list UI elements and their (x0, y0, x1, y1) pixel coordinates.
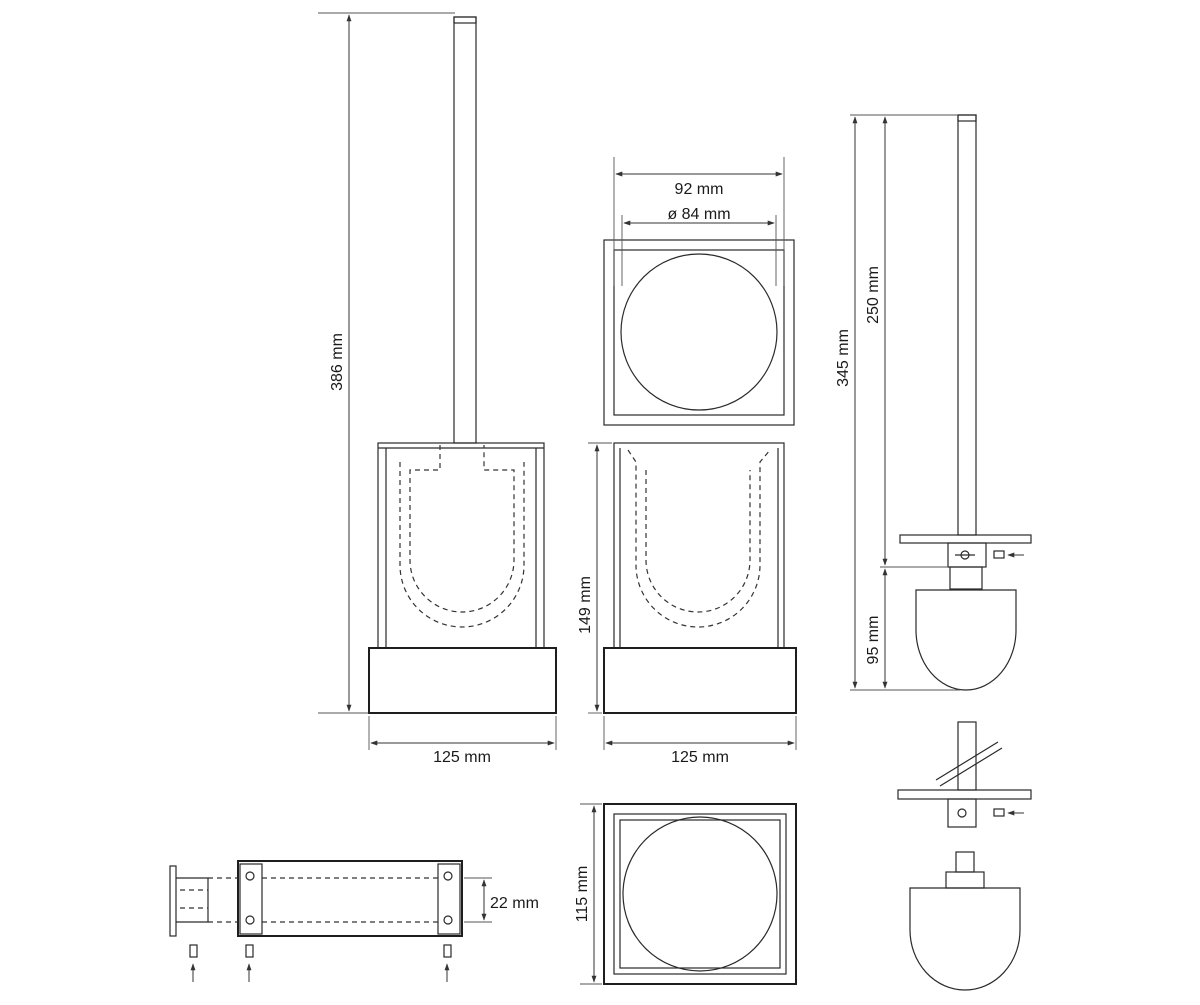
hidden-brush-outline (409, 445, 515, 613)
dim-holder-width-front: 125 mm (433, 749, 491, 766)
mount-plate (237, 860, 463, 937)
detail-lid (897, 789, 1032, 800)
screw-hole-icon (245, 871, 255, 881)
dim-cup-height: 149 mm (577, 576, 594, 634)
dim-brush-total: 345 mm (835, 329, 852, 387)
hidden-cup-outline (627, 449, 771, 628)
glass-container-side (613, 442, 785, 649)
cup-circle (620, 253, 778, 411)
dim-brush-head: 95 mm (865, 616, 882, 665)
detail-screw-icon (993, 808, 1005, 817)
set-screw-icon (993, 550, 1005, 559)
detail-neck (955, 851, 975, 873)
base-circle (622, 816, 778, 972)
handle-cap (453, 16, 477, 24)
dim-overall-height: 386 mm (329, 333, 346, 391)
dim-cup-outer: 92 mm (675, 181, 724, 198)
screw-icon (189, 944, 198, 958)
brush-handle (957, 114, 977, 536)
top-view: 92 mm ø 84 mm (603, 157, 795, 426)
dim-holder-width-side: 125 mm (671, 749, 729, 766)
wall-mount-view: 22 mm (169, 860, 539, 982)
handle-rod (453, 16, 477, 444)
base-block (368, 647, 557, 714)
detail-connector (947, 798, 977, 828)
glass-container (377, 442, 545, 649)
dim-mount-hole-spacing: 22 mm (490, 895, 539, 912)
front-view: 386 mm 125 mm (318, 12, 557, 766)
brush-lid (899, 534, 1032, 544)
mount-profile (169, 865, 177, 937)
brush-neck (949, 566, 983, 590)
brush-view: 345 mm 250 mm 95 mm (835, 114, 1032, 691)
brush-detail-view (897, 721, 1032, 991)
dim-handle-length: 250 mm (865, 266, 882, 324)
base-bottom-outer (603, 803, 797, 985)
detail-brush-head (909, 887, 1021, 991)
bottom-view: 115 mm (574, 803, 797, 985)
dim-cup-diameter: ø 84 mm (667, 206, 730, 223)
cup-top-outer (603, 239, 795, 426)
brush-head (915, 589, 1017, 691)
dim-base-depth: 115 mm (574, 866, 591, 923)
base-block-side (603, 647, 797, 714)
side-view: 149 mm 125 mm (577, 442, 797, 766)
detail-handle (957, 721, 977, 791)
